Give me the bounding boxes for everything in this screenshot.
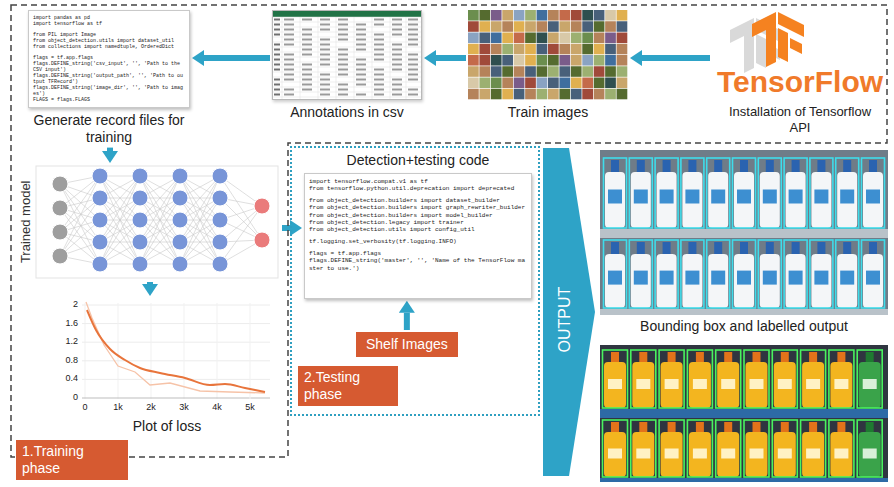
caption-text: Plot of loss bbox=[58, 418, 276, 435]
axis-tick: 0 bbox=[73, 402, 97, 413]
code-line: from collections import namedtuple, Orde… bbox=[33, 44, 185, 50]
axis-tick: 2 bbox=[58, 299, 78, 310]
code-screenshot: import pandas as pdimport tensorflow as … bbox=[28, 10, 190, 146]
input-badge: Shelf Images bbox=[356, 332, 458, 357]
flow-arrow bbox=[282, 225, 290, 231]
neural-network-illustration bbox=[36, 166, 278, 278]
code-line: flags = tf.app.flags bbox=[33, 55, 185, 61]
spreadsheet-screenshot: Annotations in csv bbox=[272, 10, 422, 121]
axis-tick: 1k bbox=[106, 402, 130, 413]
code-line: from tensorflow.python.util.deprecation … bbox=[309, 185, 527, 192]
code-line: from object_detection.builders import da… bbox=[309, 197, 527, 204]
testing-region: 2.Testing phase Detection+testing code imp… bbox=[290, 146, 540, 416]
shelf-photo bbox=[600, 345, 888, 482]
axis-tick: 1.6 bbox=[58, 318, 78, 329]
output-arrow: OUTPUT bbox=[543, 148, 595, 476]
flow-arrow bbox=[107, 148, 113, 151]
code-line: flags = tf.app.flags bbox=[309, 250, 527, 257]
axis-tick: 5k bbox=[238, 402, 262, 413]
phase-badge: 2.Testing phase bbox=[298, 366, 398, 406]
code-line: from object_detection.builders import mo… bbox=[309, 212, 527, 219]
shelf-photo bbox=[600, 150, 888, 315]
flow-arrow bbox=[204, 55, 270, 61]
code-line: from object_detection.builders import gr… bbox=[309, 204, 527, 211]
caption-text: Installation of Tensorflow API bbox=[725, 104, 875, 135]
tensorflow-logo: TensorFlowInstallation of Tensorflow API bbox=[712, 8, 888, 142]
screenshot-frame bbox=[272, 10, 422, 100]
output-image: Bounding box and labelled output bbox=[600, 150, 888, 340]
axis-tick: 0.8 bbox=[58, 355, 78, 366]
code-line: tf.logging.set_verbosity(tf.logging.INFO… bbox=[309, 238, 527, 245]
trained-model: Trained model bbox=[12, 165, 280, 280]
code-line: FLAGS = flags.FLAGS bbox=[33, 97, 185, 103]
loss-plot: Plot of loss 2 1.6 1.2 0.8 0.4 00 1k 2k 3k 4k 5k bbox=[58, 298, 276, 443]
flow-arrow bbox=[642, 55, 710, 61]
flow-arrow bbox=[147, 282, 153, 284]
caption-text: Bounding box and labelled output bbox=[600, 318, 888, 335]
badge-text: Shelf Images bbox=[366, 336, 448, 353]
code-line: flags.DEFINE_string('output_path', '', '… bbox=[33, 73, 185, 85]
vertical-label: Trained model bbox=[18, 167, 34, 277]
screenshot-frame bbox=[468, 10, 628, 100]
caption-text: Detection+testing code bbox=[304, 152, 532, 169]
vertical-label: OUTPUT bbox=[555, 275, 574, 365]
code-line: flags.DEFINE_string('image_dir', '', 'Pa… bbox=[33, 85, 185, 97]
code-line: from object_detection.legacy import trai… bbox=[309, 219, 527, 226]
axis-tick: 4k bbox=[205, 402, 229, 413]
caption-text: Train images bbox=[468, 104, 628, 121]
code-line: import pandas as pd bbox=[33, 15, 185, 21]
phase-badge: 1.Training phase bbox=[16, 440, 128, 480]
axis-tick: 0.4 bbox=[58, 373, 78, 384]
loss-chart bbox=[80, 300, 274, 401]
logo-symbol bbox=[730, 12, 804, 73]
axis-tick: 0 bbox=[58, 392, 78, 403]
code-line: from object_detection.utils import datas… bbox=[33, 38, 185, 44]
code-line: import tensorflow.compat.v1 as tf bbox=[309, 178, 527, 185]
flow-arrow bbox=[404, 313, 410, 330]
axis-tick: 3k bbox=[172, 402, 196, 413]
code-line: from object_detection.utils import confi… bbox=[309, 226, 527, 233]
logo-text: TensorFlow bbox=[714, 64, 886, 100]
code-line: flags.DEFINE_string('csv_input', '', 'Pa… bbox=[33, 61, 185, 73]
screenshot-frame: import pandas as pdimport tensorflow as … bbox=[28, 10, 190, 108]
axis-tick: 2k bbox=[139, 402, 163, 413]
image-mosaic: Train images bbox=[468, 10, 628, 121]
axis-tick: 1.2 bbox=[58, 336, 78, 347]
caption-text: Annotations in csv bbox=[272, 104, 422, 121]
code-line: from PIL import Image bbox=[33, 32, 185, 38]
code-line: import tensorflow as tf bbox=[33, 21, 185, 27]
code-line: flags.DEFINE_string('master', '', 'Name … bbox=[309, 257, 527, 271]
image-mosaic-illustration bbox=[468, 10, 627, 99]
spreadsheet-illustration bbox=[272, 10, 422, 100]
flow-arrow bbox=[436, 55, 466, 61]
caption-text: Generate record files for training bbox=[28, 112, 190, 146]
screenshot-frame: import tensorflow.compat.v1 as tffrom te… bbox=[304, 173, 532, 299]
code-screenshot: Detection+testing code import tensorflow.… bbox=[304, 152, 532, 299]
